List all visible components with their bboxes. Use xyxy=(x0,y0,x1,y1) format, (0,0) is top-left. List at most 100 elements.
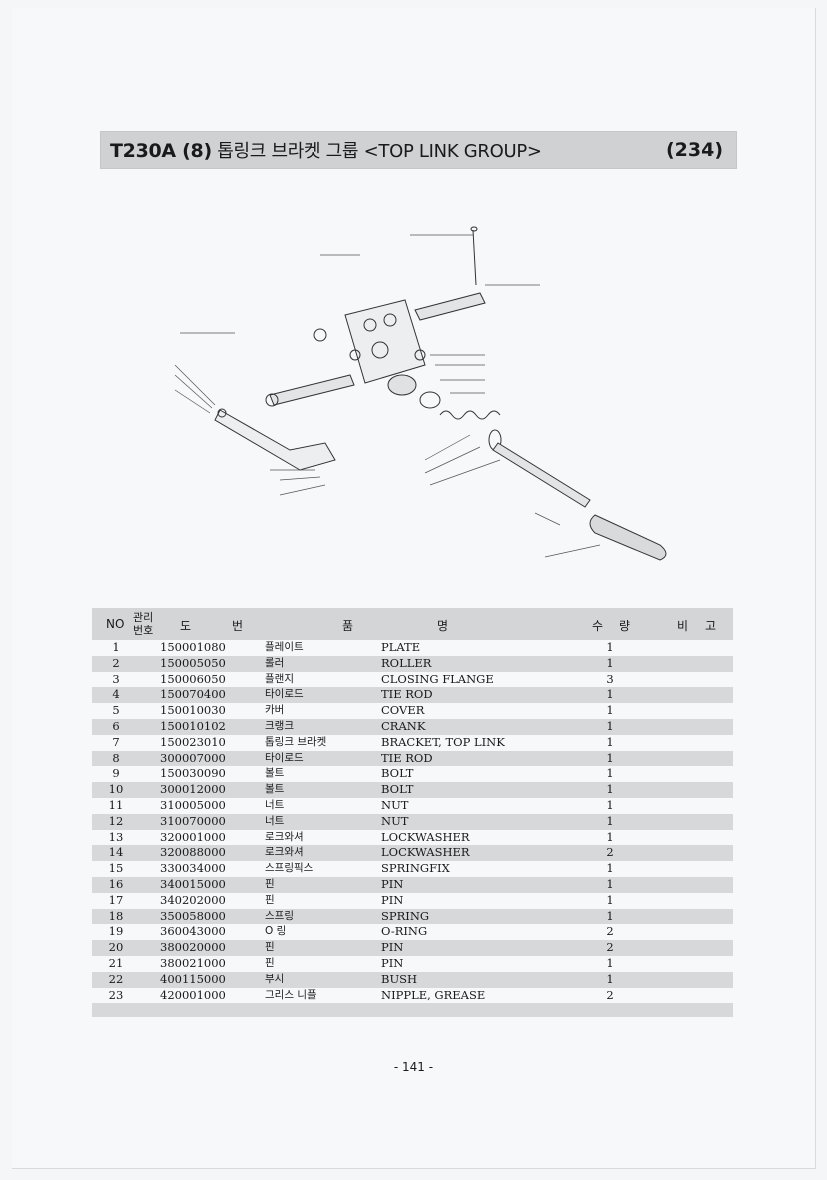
row-quantity: 1 xyxy=(606,703,614,718)
row-name-english: SPRING xyxy=(381,908,430,923)
row-part-number: 150010102 xyxy=(160,718,226,733)
row-quantity: 1 xyxy=(606,782,614,797)
parts-table-footer xyxy=(92,1003,733,1018)
row-part-number: 310070000 xyxy=(160,813,226,828)
diagram-long-rod xyxy=(492,442,591,508)
diagram-cover xyxy=(589,514,667,561)
row-quantity: 3 xyxy=(606,671,614,686)
row-no: 22 xyxy=(108,971,124,986)
row-name-korean: 핀 xyxy=(265,941,275,954)
table-row: 3 150006050 플랜지 CLOSING FLANGE 3 xyxy=(92,672,733,688)
row-name-english: O-RING xyxy=(381,924,428,939)
row-name-korean: 너트 xyxy=(265,798,285,811)
row-part-number: 360043000 xyxy=(160,924,226,939)
row-part-number: 320088000 xyxy=(160,845,226,860)
diagram-flange xyxy=(419,391,441,409)
header-drawing-2: 번 xyxy=(232,619,244,633)
row-name-english: BOLT xyxy=(381,782,414,797)
row-part-number: 420001000 xyxy=(160,987,226,1002)
row-part-number: 150070400 xyxy=(160,687,226,702)
title-korean: 톱링크 브라켓 그룹 xyxy=(217,141,359,162)
header-no: NO xyxy=(106,617,125,631)
row-quantity: 1 xyxy=(606,971,614,986)
row-part-number: 300012000 xyxy=(160,782,226,797)
diagram-hole xyxy=(349,349,361,361)
row-name-english: COVER xyxy=(381,703,425,718)
header-remark-1: 비 xyxy=(677,619,689,633)
row-part-number: 400115000 xyxy=(160,971,226,986)
row-name-korean: 타이로드 xyxy=(265,688,304,701)
row-name-korean: 카버 xyxy=(265,704,285,717)
row-name-english: CLOSING FLANGE xyxy=(381,671,494,686)
row-part-number: 340202000 xyxy=(160,892,226,907)
row-quantity: 1 xyxy=(606,687,614,702)
row-name-korean: 로크와셔 xyxy=(265,846,304,859)
row-no: 5 xyxy=(112,703,120,718)
row-name-korean: 스프링 xyxy=(265,909,294,922)
row-name-english: NUT xyxy=(381,797,409,812)
row-name-english: TIE ROD xyxy=(381,687,433,702)
row-name-english: NIPPLE, GREASE xyxy=(381,987,486,1002)
row-quantity: 1 xyxy=(606,718,614,733)
row-name-korean: 롤러 xyxy=(265,656,285,669)
row-no: 16 xyxy=(108,876,124,891)
row-name-korean: 크랭크 xyxy=(265,719,294,732)
row-quantity: 1 xyxy=(606,861,614,876)
row-part-number: 320001000 xyxy=(160,829,226,844)
row-part-number: 330034000 xyxy=(160,861,226,876)
row-name-korean: 로크와셔 xyxy=(265,830,304,843)
row-part-number: 150030090 xyxy=(160,766,226,781)
row-quantity: 1 xyxy=(606,876,614,891)
row-quantity: 1 xyxy=(606,750,614,765)
row-quantity: 2 xyxy=(606,940,614,955)
row-name-korean: 핀 xyxy=(265,877,275,890)
diagram-top-pin xyxy=(472,229,477,286)
row-name-korean: 플레이트 xyxy=(265,641,304,653)
row-part-number: 150023010 xyxy=(160,734,226,749)
row-name-korean: 톱링크 브라켓 xyxy=(265,735,327,748)
row-no: 7 xyxy=(112,734,120,749)
row-no: 10 xyxy=(108,782,124,797)
row-name-korean: 플랜지 xyxy=(265,672,294,685)
row-name-english: BOLT xyxy=(381,766,414,781)
row-quantity: 1 xyxy=(606,892,614,907)
row-quantity: 2 xyxy=(606,924,614,939)
row-name-korean: 스프링픽스 xyxy=(265,862,314,875)
section-title-bar: T230A (8) 톱링크 브라켓 그룹 <TOP LINK GROUP> (2… xyxy=(100,131,737,169)
diagram-bracket-plate xyxy=(344,299,426,384)
row-quantity: 1 xyxy=(606,655,614,670)
diagram-flange xyxy=(387,374,417,396)
diagram-hole xyxy=(383,313,397,327)
row-name-korean: 그리스 니플 xyxy=(265,988,317,1001)
row-no: 6 xyxy=(112,718,120,733)
row-name-english: ROLLER xyxy=(381,655,432,670)
row-no: 8 xyxy=(112,750,120,765)
header-qty-2: 량 xyxy=(619,619,631,633)
header-mgmt-2: 번호 xyxy=(133,624,154,637)
row-part-number: 150006050 xyxy=(160,671,226,686)
row-no: 3 xyxy=(112,671,120,686)
row-no: 23 xyxy=(108,987,124,1002)
row-part-number: 310005000 xyxy=(160,797,226,812)
row-name-english: PLATE xyxy=(381,640,421,654)
diagram-upper-shaft xyxy=(414,292,486,321)
row-name-english: PIN xyxy=(381,892,404,907)
row-quantity: 2 xyxy=(606,845,614,860)
row-quantity: 1 xyxy=(606,813,614,828)
row-no: 20 xyxy=(108,940,124,955)
row-no: 9 xyxy=(112,766,120,781)
row-quantity: 1 xyxy=(606,734,614,749)
